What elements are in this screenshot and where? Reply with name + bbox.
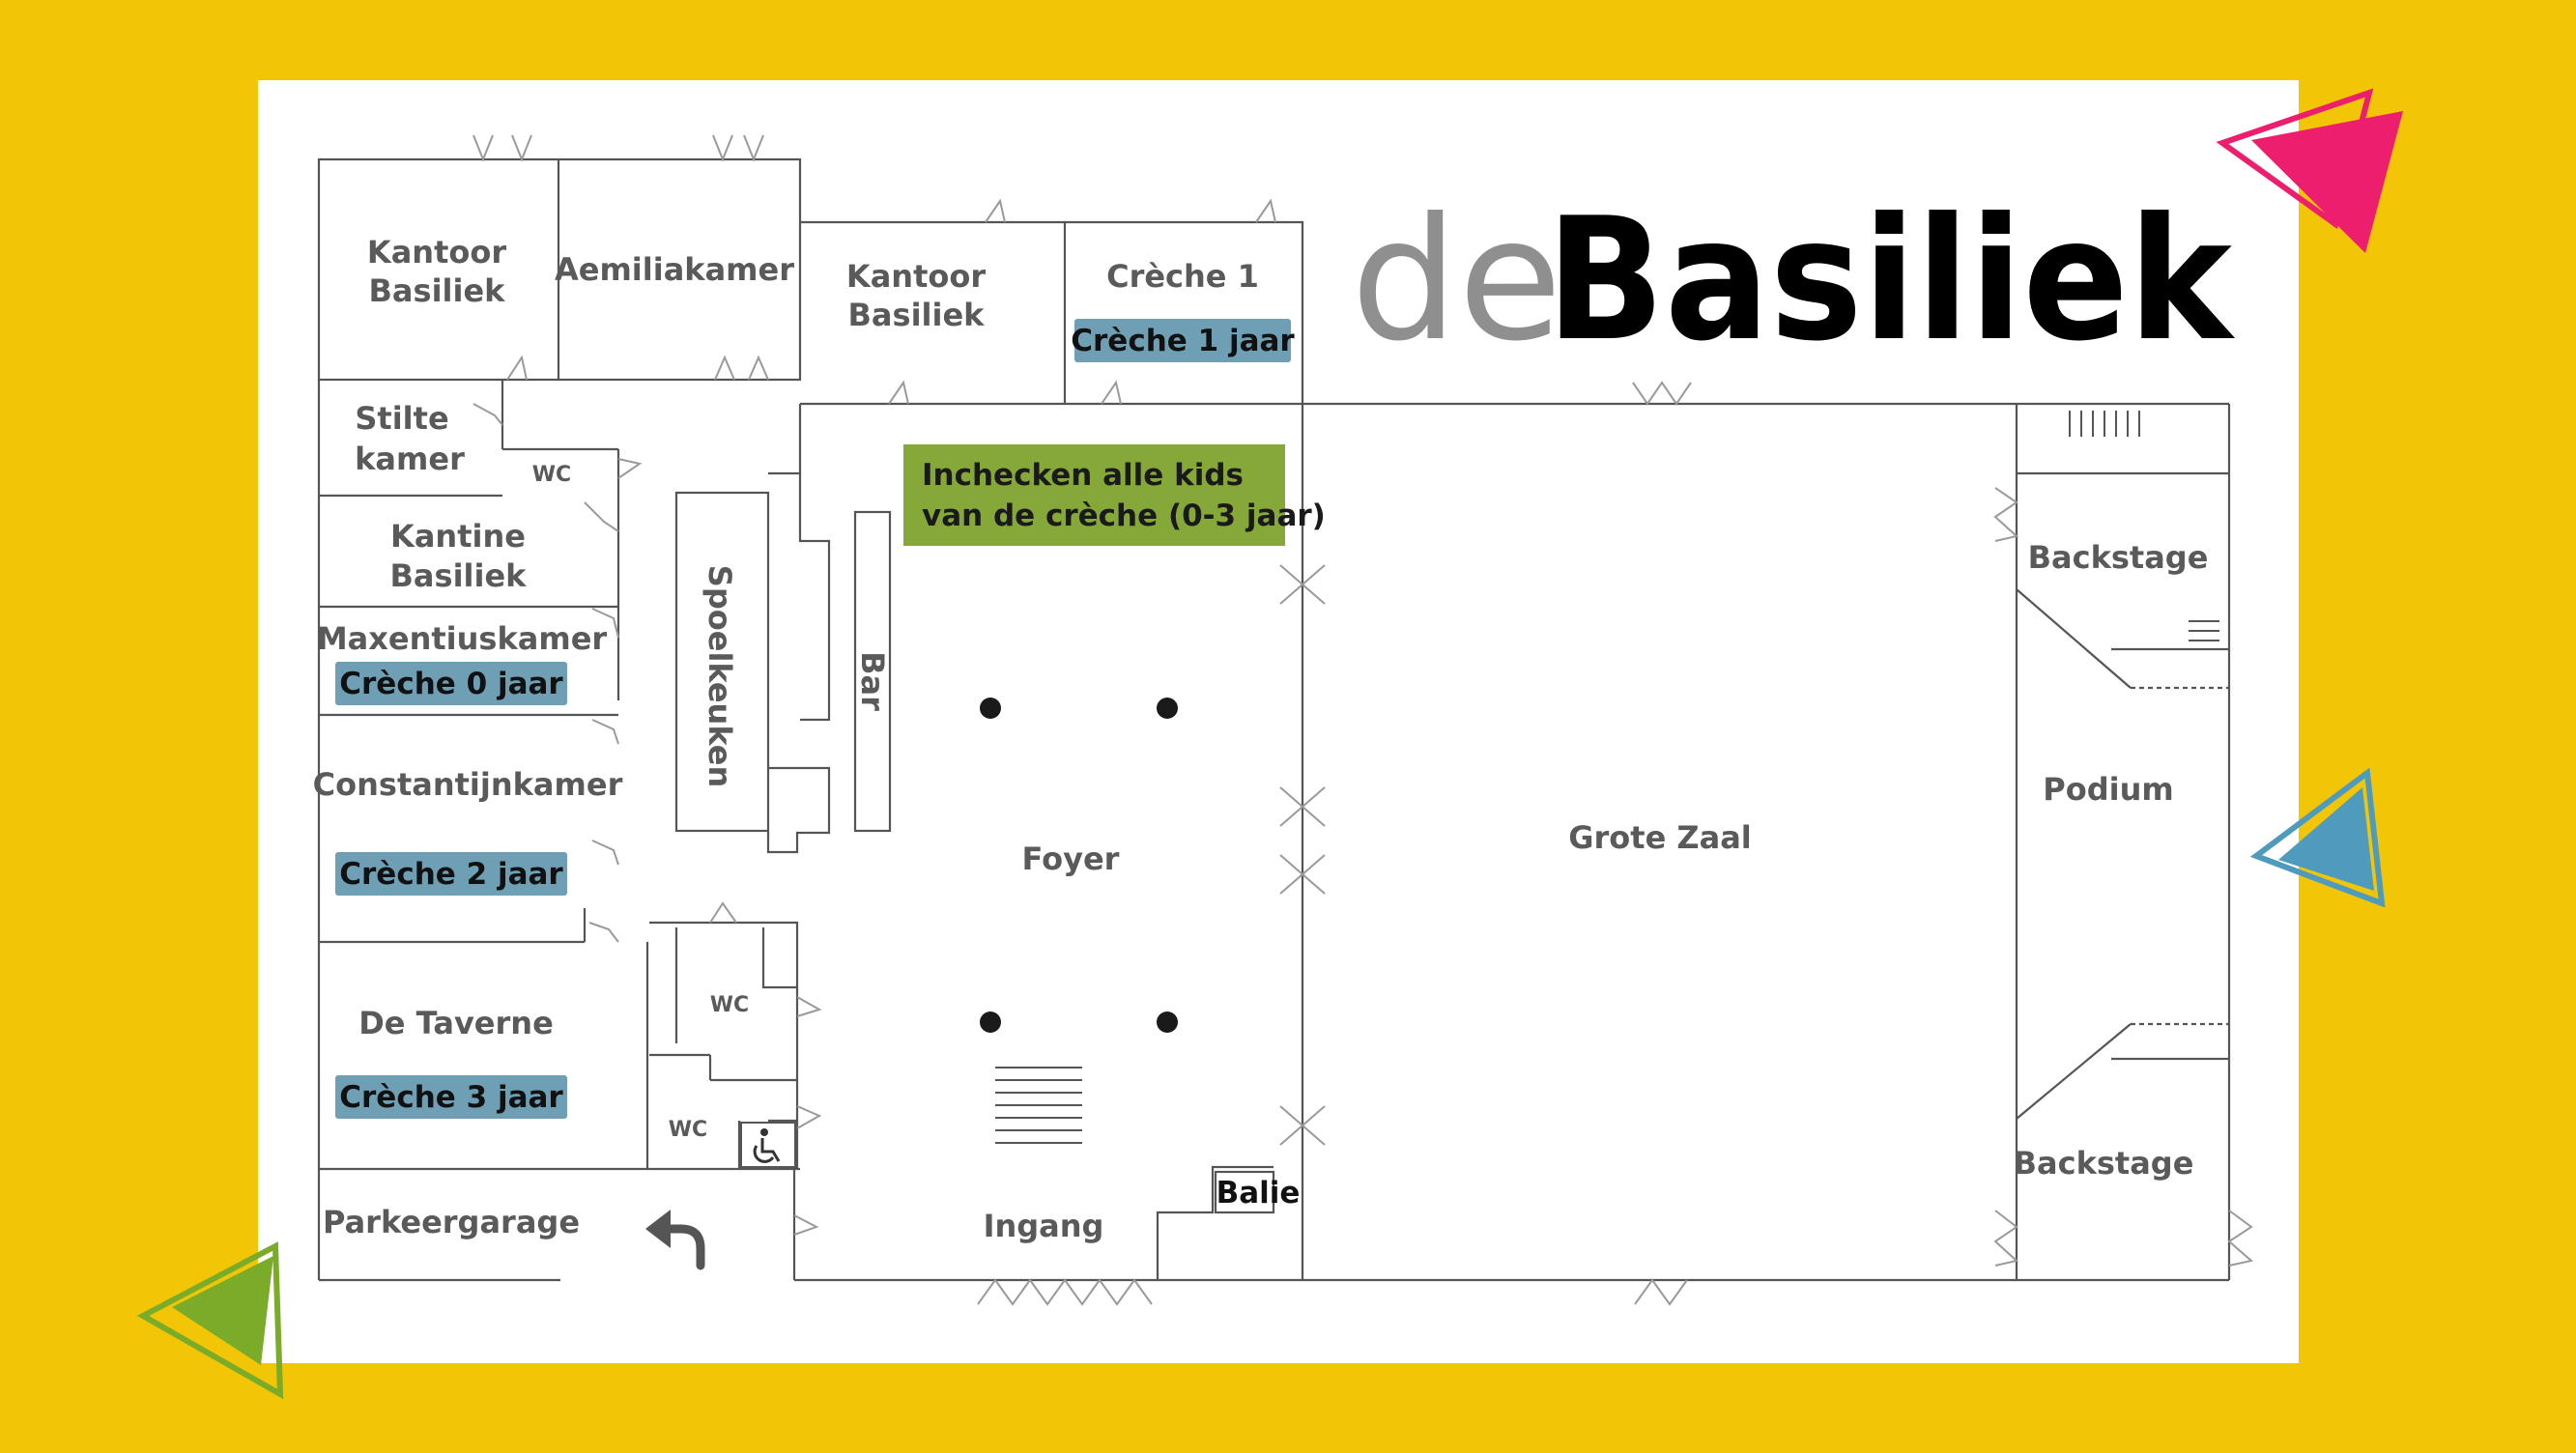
checkin-line2: van de crèche (0-3 jaar) bbox=[922, 499, 1326, 533]
room-backstage-bottom: Backstage bbox=[2014, 1145, 2194, 1182]
logo-prefix: de bbox=[1351, 183, 1562, 379]
room-wc-mid: WC bbox=[710, 993, 749, 1017]
room-wc-low: WC bbox=[669, 1118, 707, 1142]
room-spoelkeuken: Spoelkeuken bbox=[701, 565, 738, 787]
room-kantine-line1: Kantine bbox=[390, 518, 526, 555]
room-labels: Kantoor Basiliek Aemiliakamer Kantoor Ba… bbox=[313, 234, 2209, 1244]
door-marks bbox=[472, 134, 2254, 1306]
room-stilte-line2: kamer bbox=[355, 441, 465, 477]
stage-stairs-side-icon bbox=[2189, 620, 2219, 641]
tag-creche-2-bg bbox=[335, 852, 567, 896]
room-maxentiuskamer: Maxentiuskamer bbox=[317, 620, 608, 657]
room-bar: Bar bbox=[854, 651, 891, 711]
stage-stairs-top-icon bbox=[2069, 411, 2140, 437]
tag-creche-1-bg bbox=[1074, 319, 1291, 362]
checkin-line1: Inchecken alle kids bbox=[922, 458, 1244, 493]
pillars bbox=[980, 698, 1178, 1033]
triangle-blue-decoration bbox=[2249, 767, 2386, 908]
creche-tags: Crèche 0 jaar Crèche 1 jaar Crèche 2 jaa… bbox=[335, 319, 1295, 1119]
logo-name: Basiliek bbox=[1546, 183, 2235, 379]
room-kantoor-2-line1: Kantoor bbox=[846, 258, 986, 295]
room-kantine-line2: Basiliek bbox=[390, 557, 528, 594]
triangle-green-decoration bbox=[136, 1241, 284, 1400]
room-parkeergarage: Parkeergarage bbox=[323, 1204, 580, 1240]
room-foyer: Foyer bbox=[1022, 840, 1120, 877]
tag-creche-1: Crèche 1 jaar bbox=[1071, 324, 1295, 358]
checkin-box: Inchecken alle kids van de crèche (0-3 j… bbox=[903, 444, 1326, 546]
room-grote-zaal: Grote Zaal bbox=[1568, 819, 1752, 856]
room-backstage-top: Backstage bbox=[2028, 539, 2209, 576]
tag-creche-3: Crèche 3 jaar bbox=[339, 1080, 563, 1115]
arrow-turn-back-icon bbox=[645, 1210, 705, 1270]
tag-creche-0: Crèche 0 jaar bbox=[339, 667, 563, 701]
logo: de Basiliek bbox=[1351, 183, 2235, 379]
triangle-pink-decoration bbox=[2216, 88, 2403, 253]
room-kantoor-1-line1: Kantoor bbox=[367, 234, 506, 271]
room-kantoor-2-line2: Basiliek bbox=[848, 297, 986, 333]
wheelchair-icon bbox=[740, 1122, 796, 1168]
room-aemiliakamer: Aemiliakamer bbox=[555, 251, 794, 288]
checkin-bg bbox=[903, 444, 1285, 546]
room-wc-top: WC bbox=[532, 463, 571, 487]
room-de-taverne: De Taverne bbox=[358, 1005, 554, 1041]
walls bbox=[317, 157, 2231, 1282]
stairs-icon bbox=[995, 1067, 1082, 1144]
room-constantijnkamer: Constantijnkamer bbox=[313, 766, 623, 803]
tag-creche-2: Crèche 2 jaar bbox=[339, 857, 563, 892]
room-podium: Podium bbox=[2043, 771, 2173, 808]
tag-creche-0-bg bbox=[335, 662, 567, 705]
room-ingang: Ingang bbox=[984, 1208, 1104, 1244]
room-creche-1: Crèche 1 bbox=[1106, 258, 1259, 295]
room-stilte-line1: Stilte bbox=[355, 400, 448, 437]
tag-creche-3-bg bbox=[335, 1075, 567, 1119]
room-kantoor-1-line2: Basiliek bbox=[369, 272, 506, 309]
room-balie: Balie bbox=[1216, 1176, 1301, 1211]
